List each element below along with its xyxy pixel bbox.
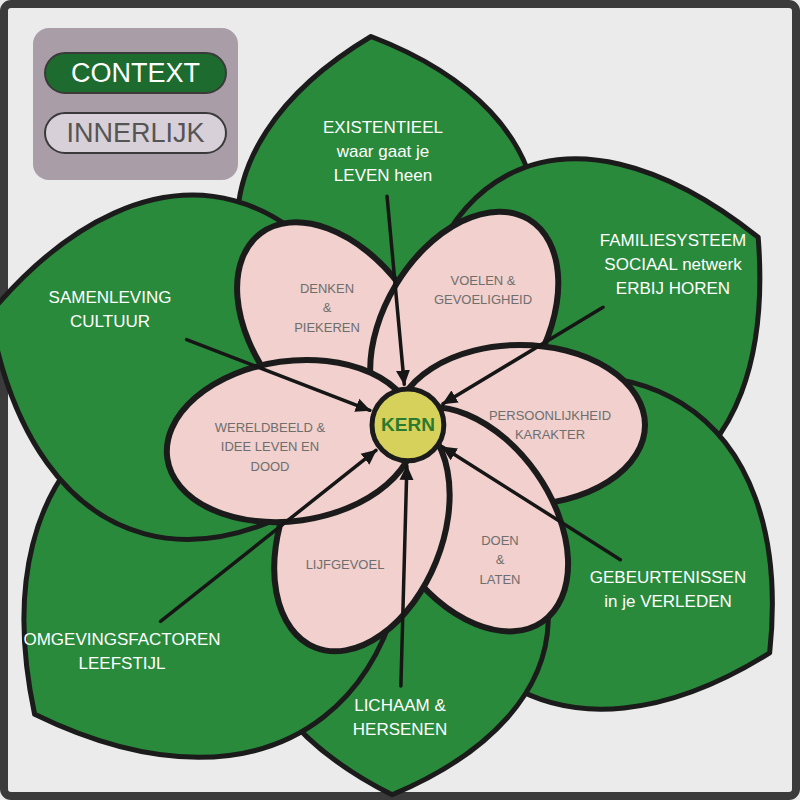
node-text: SAMENLEVING CULTUUR: [35, 286, 185, 334]
legend-panel: [33, 28, 238, 180]
node-text: DENKEN & PIEKEREN: [294, 279, 360, 338]
legend-entry: CONTEXT: [44, 52, 227, 94]
context-label: LICHAAM & HERSENEN: [349, 690, 451, 746]
petal-label: WERELDBEELD & IDEE LEVEN EN DOOD: [208, 415, 332, 480]
node-text: KERN: [381, 414, 435, 436]
arrow: [187, 340, 370, 411]
petal-label: VOELEN & GEVOELIGHEID: [431, 268, 535, 313]
petal-label: LIJFGEVOEL: [303, 552, 388, 578]
context-label: FAMILIESYSTEEM SOCIAAL netwerk ERBIJ HOR…: [582, 225, 765, 305]
arrow: [387, 196, 404, 384]
context-label: GEBEURTENISSEN in je VERLEDEN: [579, 562, 757, 618]
context-label: EXISTENTIEEL waar gaat je LEVEN heen: [314, 112, 452, 192]
arrow: [443, 447, 621, 560]
petal-label: PERSOONLIJKHEID KARAKTER: [485, 403, 616, 448]
node-text: WERELDBEELD & IDEE LEVEN EN DOOD: [211, 418, 329, 477]
node-text: GEBEURTENISSEN in je VERLEDEN: [583, 566, 753, 614]
node-text: VOELEN & GEVOELIGHEID: [434, 271, 532, 310]
arrow: [161, 450, 376, 621]
context-label: OMGEVINGSFACTOREN LEEFSTIJL: [11, 624, 234, 680]
legend-entry: INNERLIJK: [44, 112, 227, 154]
node-text: PERSOONLIJKHEID KARAKTER: [488, 406, 613, 445]
legend-text: CONTEXT: [71, 58, 200, 89]
petals: [156, 178, 645, 677]
context-label: SAMENLEVING CULTUUR: [31, 282, 189, 338]
legend-text: INNERLIJK: [66, 118, 204, 149]
node-text: LICHAAM & HERSENEN: [353, 694, 447, 742]
node-text: EXISTENTIEEL waar gaat je LEVEN heen: [318, 116, 448, 188]
legend: CONTEXT INNERLIJK: [44, 52, 229, 172]
node-text: FAMILIESYSTEEM SOCIAAL netwerk ERBIJ HOR…: [586, 229, 761, 301]
petal-label: DOEN & LATEN: [477, 528, 524, 593]
leaves: [0, 23, 800, 800]
node-text: OMGEVINGSFACTOREN LEEFSTIJL: [15, 628, 230, 676]
core-disc: [372, 389, 444, 461]
node-text: DOEN & LATEN: [480, 531, 521, 590]
core-circle: KERN: [369, 386, 447, 464]
arrow: [401, 466, 407, 686]
arrow: [443, 307, 603, 404]
node-text: LIJFGEVOEL: [306, 555, 385, 575]
petal-label: DENKEN & PIEKEREN: [291, 276, 363, 341]
